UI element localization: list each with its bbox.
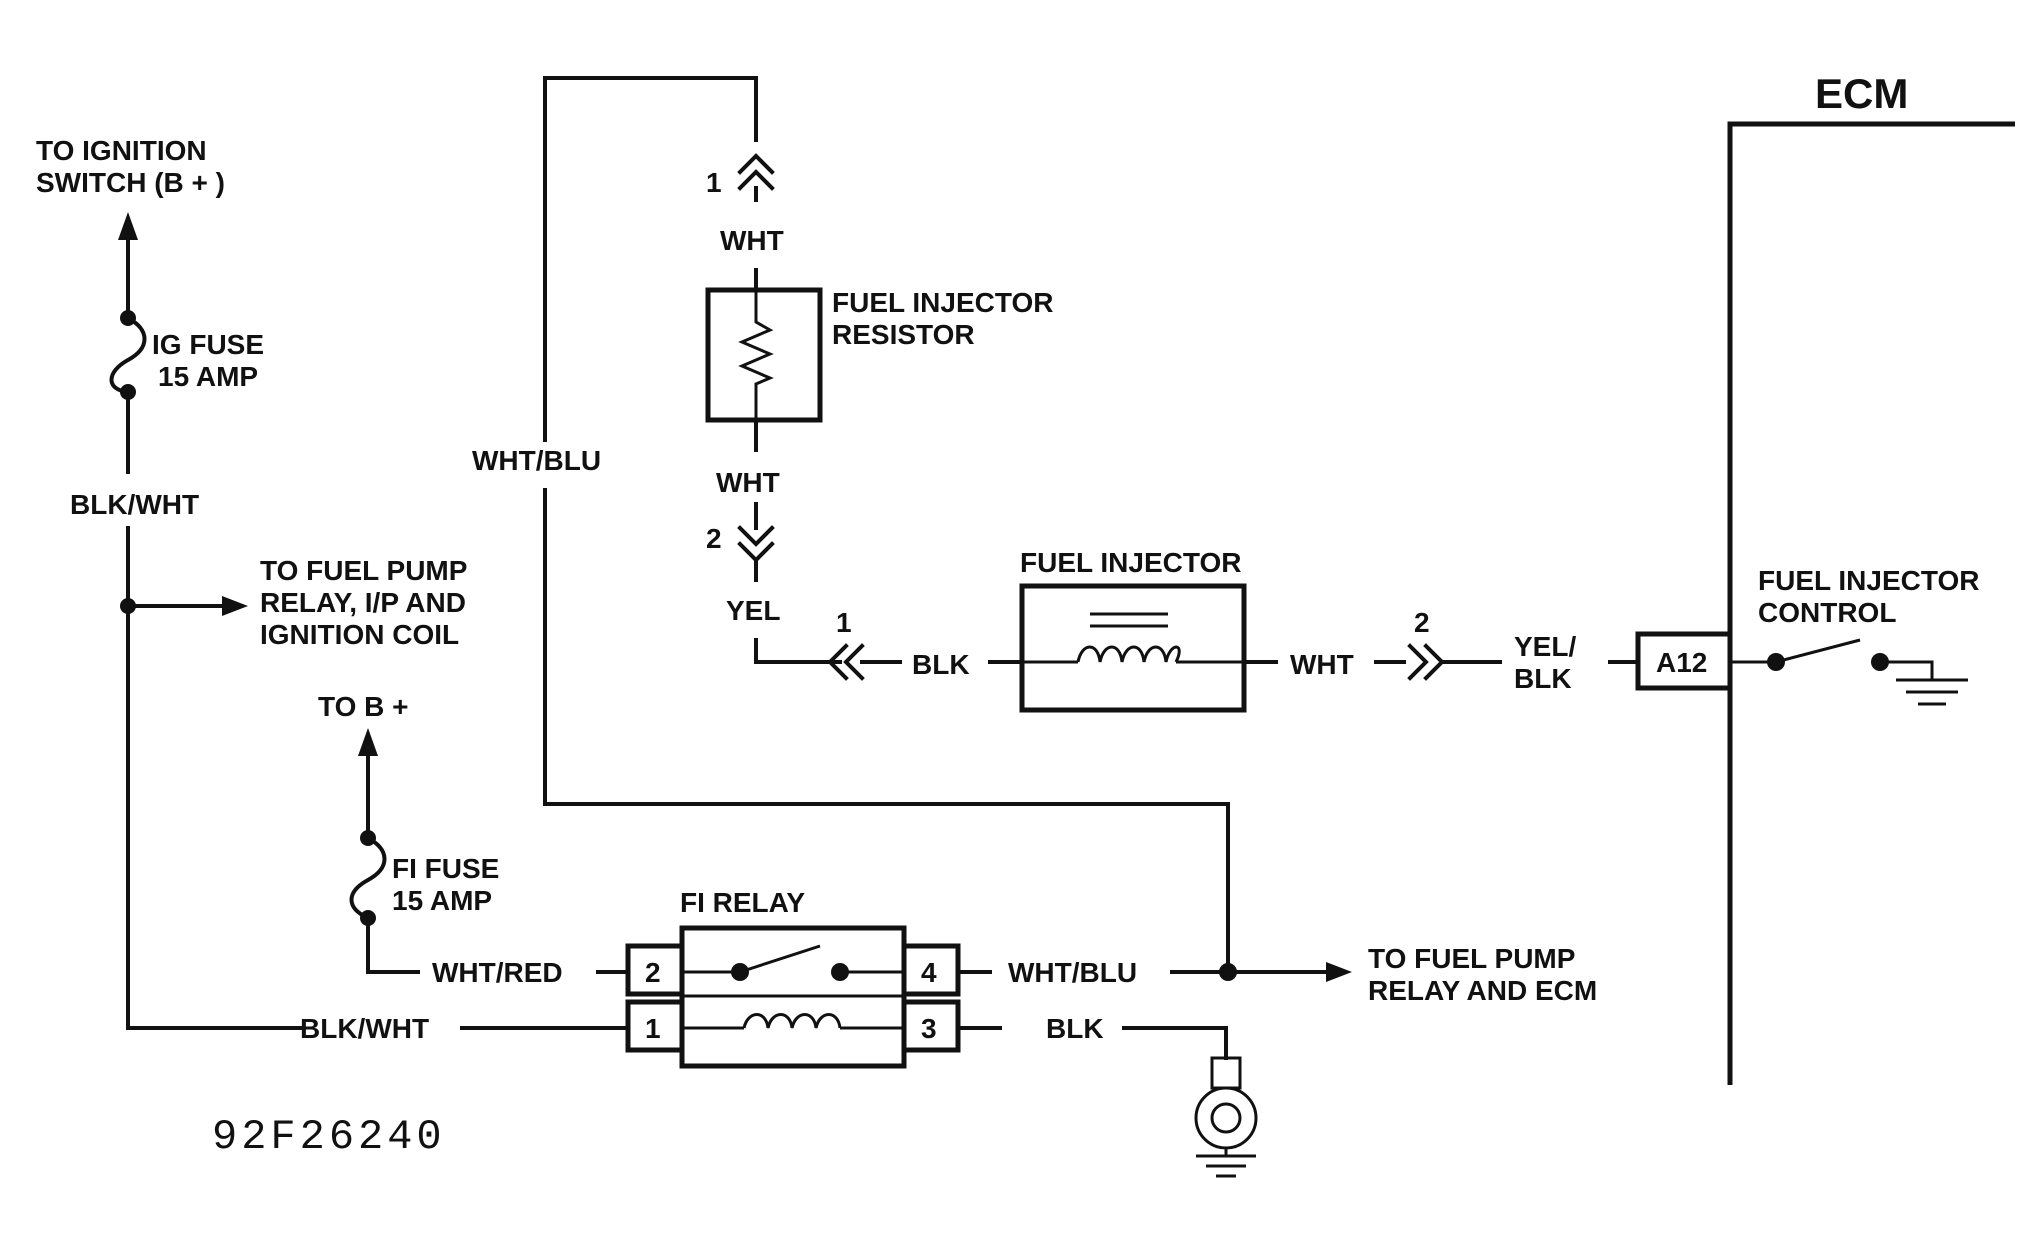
fi-fuse-label: FI FUSE xyxy=(392,853,499,884)
resistor-box xyxy=(705,287,823,423)
ecm-pin-label: A12 xyxy=(1656,647,1707,678)
relay-output-circuit: WHT/BLU TO FUEL PUMP RELAY AND ECM BLK xyxy=(956,943,1597,1178)
wire-label-yel-blk: YEL/ xyxy=(1514,631,1576,662)
wire-label-wht-injector: WHT xyxy=(1290,649,1354,680)
wire-label-blk-relay: BLK xyxy=(1046,1013,1104,1044)
wire-label-blk-wht-lower: BLK/WHT xyxy=(300,1013,429,1044)
ig-fuse-rating: 15 AMP xyxy=(158,361,258,392)
ignition-feed-circuit: TO IGNITION SWITCH (B + ) IG FUSE 15 AMP… xyxy=(36,135,467,1030)
fuel-injector-box xyxy=(1019,583,1247,713)
ecm-block: ECM xyxy=(1727,70,2015,1085)
arrow-right-icon xyxy=(222,596,248,616)
ground-icon xyxy=(1896,678,1968,706)
wire-label-wht-blu-vertical: WHT/BLU xyxy=(472,445,601,476)
wht-blu-loop: WHT/BLU xyxy=(472,76,1230,974)
resistor-label-2: RESISTOR xyxy=(832,319,975,350)
to-pump-ecm-label-2: RELAY AND ECM xyxy=(1368,975,1597,1006)
to-fuel-pump-label-2: RELAY, I/P AND xyxy=(260,587,466,618)
relay-pin-4: 4 xyxy=(921,957,937,988)
fi-relay: FI RELAY 2 1 4 3 xyxy=(625,887,961,1069)
wire-label-blk-wht-upper: BLK/WHT xyxy=(70,489,199,520)
connector-mid-pin: 2 xyxy=(706,523,722,554)
fi-fuse-rating: 15 AMP xyxy=(392,885,492,916)
relay-pin-2-box xyxy=(625,943,685,997)
fi-relay-label: FI RELAY xyxy=(680,887,805,918)
resistor-branch: 1 WHT FUEL INJECTOR RESISTOR WHT 2 YEL xyxy=(705,153,1053,664)
to-ignition-label: TO IGNITION xyxy=(36,135,207,166)
connector-chevron-up-icon xyxy=(737,153,775,191)
connector-chevron-left-icon xyxy=(827,643,865,681)
ig-fuse-symbol xyxy=(109,310,147,400)
connector-chevron-right-icon xyxy=(1407,643,1445,681)
relay-pin-1-box xyxy=(625,999,685,1053)
connector-chevron-down-icon xyxy=(737,525,775,563)
ecm-title: ECM xyxy=(1815,70,1908,117)
relay-pin-1: 1 xyxy=(645,1013,661,1044)
wire-label-wht-red: WHT/RED xyxy=(432,957,563,988)
injector-coil-icon xyxy=(1022,612,1244,664)
ground-eyelet-icon xyxy=(1194,1056,1258,1178)
to-ignition-label-2: SWITCH (B + ) xyxy=(36,167,225,198)
resistor-label: FUEL INJECTOR xyxy=(832,287,1053,318)
wire-label-blk-injector: BLK xyxy=(912,649,970,680)
to-b-plus-label: TO B + xyxy=(318,691,409,722)
wire-label-wht-bottom: WHT xyxy=(716,467,780,498)
wire-label-wht-top: WHT xyxy=(720,225,784,256)
relay-coil-icon xyxy=(682,1013,904,1030)
relay-pin-3: 3 xyxy=(921,1013,937,1044)
arrow-up-icon xyxy=(118,212,138,240)
fi-fuse-symbol xyxy=(349,830,387,926)
injector-control-label: FUEL INJECTOR xyxy=(1758,565,1979,596)
injector-connector-left-pin: 1 xyxy=(836,607,852,638)
control-switch-icon xyxy=(1730,638,1934,680)
fi-fuse-circuit: TO B + FI FUSE 15 AMP WHT/RED BLK/WHT xyxy=(300,691,630,1044)
figure-code: 92F26240 xyxy=(212,1113,446,1161)
injector-connector-right-pin: 2 xyxy=(1414,607,1430,638)
to-pump-ecm-label: TO FUEL PUMP xyxy=(1368,943,1575,974)
arrow-up-icon xyxy=(358,728,378,756)
relay-pin-2: 2 xyxy=(645,957,661,988)
ig-fuse-label: IG FUSE xyxy=(152,329,264,360)
to-fuel-pump-label-3: IGNITION COIL xyxy=(260,619,459,650)
injector-branch: 1 BLK FUEL INJECTOR WHT 2 YEL/ BLK A12 F… xyxy=(827,547,1979,713)
connector-top-pin: 1 xyxy=(706,167,722,198)
fuel-injector-label: FUEL INJECTOR xyxy=(1020,547,1241,578)
wire-label-yel: YEL xyxy=(726,595,780,626)
to-fuel-pump-label: TO FUEL PUMP xyxy=(260,555,467,586)
injector-control-label-2: CONTROL xyxy=(1758,597,1896,628)
resistor-icon xyxy=(738,290,774,420)
arrow-right-icon xyxy=(1326,962,1352,982)
relay-switch-icon xyxy=(682,944,904,981)
wire-label-wht-blu-relay: WHT/BLU xyxy=(1008,957,1137,988)
wire-label-yel-blk-2: BLK xyxy=(1514,663,1572,694)
